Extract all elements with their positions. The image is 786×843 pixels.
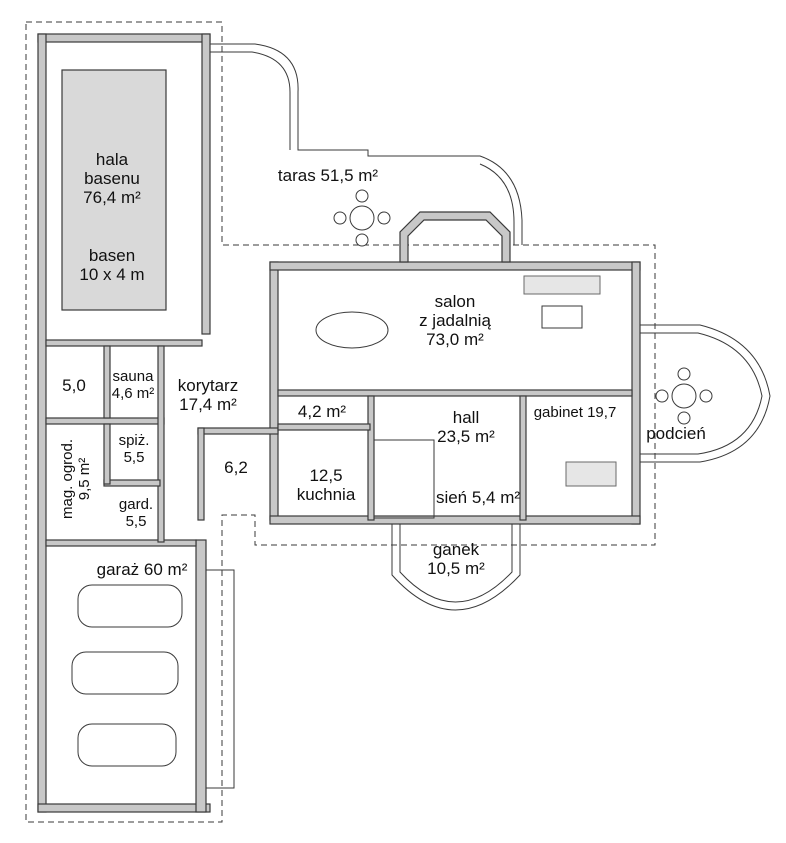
pantry-label: spiż. 5,5 — [119, 432, 150, 466]
porch-name: ganek — [432, 540, 480, 559]
portico-table — [671, 383, 697, 409]
pool-hall-name: hala — [95, 150, 129, 169]
bathroom-label: 5,0 — [62, 376, 86, 395]
hall-label: hall 23,5 m² — [437, 408, 495, 446]
kitchen-area: 12,5 — [309, 466, 343, 485]
sofa — [523, 275, 601, 295]
porch-curve — [391, 524, 521, 611]
desk — [565, 461, 617, 487]
sauna-area: 4,6 m² — [111, 385, 155, 402]
dining-table — [315, 311, 389, 349]
terrace-edge — [210, 43, 523, 245]
staircase — [373, 439, 435, 519]
terrace-label: taras 51,5 m² — [277, 166, 379, 185]
sauna-name: sauna — [112, 368, 154, 385]
left-wing-walls — [37, 33, 211, 813]
corridor-label: korytarz 17,4 m² — [178, 376, 238, 414]
coffee-table — [541, 305, 583, 329]
small-hall-label: 4,2 m² — [297, 402, 347, 421]
garden-store-area: 9,5 m² — [76, 457, 93, 501]
salon-name-2: z jadalnią — [419, 311, 491, 330]
salon-area: 73,0 m² — [426, 330, 484, 349]
cars — [71, 584, 183, 767]
pool — [61, 69, 167, 311]
vestibule-label: sień 5,4 m² — [435, 488, 521, 507]
wardrobe-label: gard. 5,5 — [119, 496, 153, 530]
sauna-label: sauna 4,6 m² — [112, 368, 155, 402]
salon-label: salon z jadalnią 73,0 m² — [419, 292, 491, 349]
wardrobe-name: gard. — [118, 496, 154, 513]
pool-hall-name-2: basenu — [84, 169, 140, 188]
study-label: gabinet 19,7 — [533, 404, 617, 421]
hall-name: hall — [452, 408, 480, 427]
pool-hall-label: hala basenu 76,4 m² — [83, 150, 141, 207]
salon-bay — [399, 211, 511, 263]
pool-hall-area: 76,4 m² — [83, 188, 141, 207]
central-walls — [197, 261, 641, 525]
salon-name: salon — [434, 292, 476, 311]
kitchen-name: kuchnia — [296, 485, 356, 504]
pool-name: basen — [88, 246, 136, 265]
wardrobe-area: 5,5 — [125, 513, 147, 530]
pool-label: basen 10 x 4 m — [79, 246, 144, 284]
corridor-area: 17,4 m² — [179, 395, 237, 414]
garden-store-label: mag. ogrod. 9,5 m² — [59, 439, 93, 519]
porch-label: ganek 10,5 m² — [427, 540, 485, 578]
garage-door — [205, 569, 235, 789]
building-outline — [25, 21, 656, 823]
portico-label: podcień — [646, 424, 706, 443]
pool-dimensions: 10 x 4 m — [79, 265, 145, 284]
garden-store-name: mag. ogrod. — [59, 438, 76, 520]
portico-curve — [640, 324, 771, 463]
terrace-table — [349, 205, 375, 231]
corridor-name: korytarz — [177, 376, 239, 395]
pantry-name: spiż. — [118, 432, 150, 449]
wc-label: 6,2 — [224, 458, 248, 477]
pantry-area: 5,5 — [123, 449, 145, 466]
kitchen-label: 12,5 kuchnia — [297, 466, 356, 504]
porch-area: 10,5 m² — [427, 559, 485, 578]
garage-label: garaż 60 m² — [96, 560, 188, 579]
hall-area: 23,5 m² — [437, 427, 495, 446]
